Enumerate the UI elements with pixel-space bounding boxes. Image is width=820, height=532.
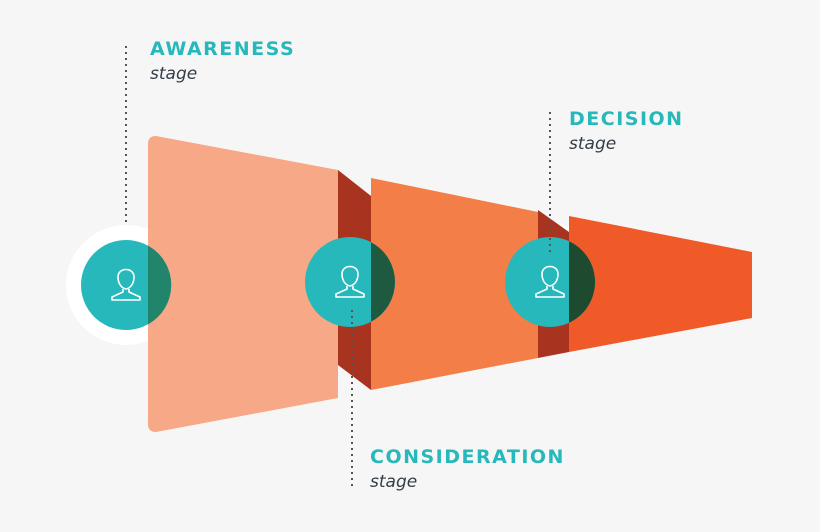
awareness-title: AWARENESS	[150, 38, 296, 60]
person-icon	[111, 268, 141, 301]
decision-title: DECISION	[569, 108, 684, 130]
consideration-title: CONSIDERATION	[370, 446, 565, 468]
consideration-segment	[371, 178, 538, 390]
decision-segment	[569, 216, 752, 352]
awareness-subtitle: stage	[150, 64, 198, 84]
consideration-circle-overlap	[371, 242, 396, 322]
decision-label: DECISION stage	[569, 110, 684, 153]
awareness-segment	[148, 136, 338, 432]
awareness-circle-overlap	[148, 245, 172, 325]
consideration-subtitle: stage	[370, 472, 418, 492]
person-icon	[335, 265, 365, 298]
awareness-label: AWARENESS stage	[150, 40, 295, 83]
decision-subtitle: stage	[569, 134, 617, 154]
consideration-label: CONSIDERATION stage	[370, 448, 565, 491]
person-icon	[535, 265, 565, 298]
decision-circle-overlap	[569, 241, 596, 323]
